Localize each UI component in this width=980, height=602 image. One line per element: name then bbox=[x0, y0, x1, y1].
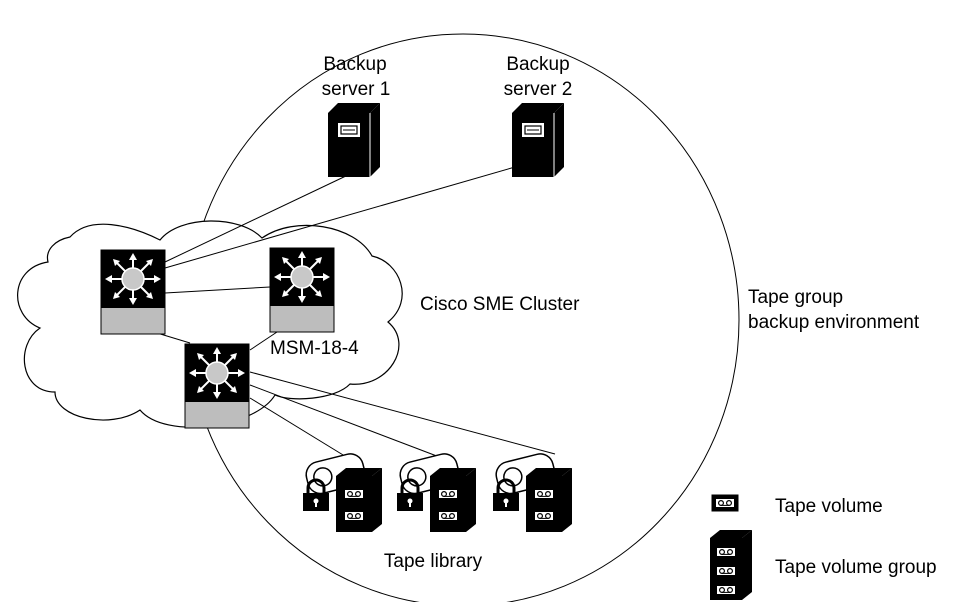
server-icon bbox=[327, 102, 381, 178]
environment-label-line1: Tape group bbox=[748, 287, 843, 308]
backup-server-1-label-line1: Backup bbox=[323, 54, 386, 75]
backup-server-2-label-line1: Backup bbox=[506, 54, 569, 75]
legend-tape-volume-label: Tape volume bbox=[775, 496, 883, 517]
tape-library-label: Tape library bbox=[384, 551, 483, 572]
server-icon bbox=[511, 102, 565, 178]
environment-label-line2: backup environment bbox=[748, 312, 920, 333]
msm-switch-icon bbox=[269, 247, 335, 333]
tape-library-icon bbox=[493, 451, 572, 532]
cluster-label: Cisco SME Cluster bbox=[420, 294, 580, 315]
backup-server-1-label-line2: server 1 bbox=[322, 79, 391, 100]
tape-volume-icon bbox=[711, 494, 739, 512]
mds-switch-icon bbox=[100, 249, 166, 335]
tape-library-icon bbox=[397, 451, 476, 532]
legend-tape-volume-group-label: Tape volume group bbox=[775, 557, 937, 578]
connection-lines bbox=[156, 166, 556, 459]
backup-server-2-label-line2: server 2 bbox=[504, 79, 573, 100]
msm-label: MSM-18-4 bbox=[270, 338, 359, 359]
tape-library-icon bbox=[303, 451, 382, 532]
tape-volume-group-icon bbox=[710, 530, 752, 600]
mds-switch-icon bbox=[184, 343, 250, 429]
